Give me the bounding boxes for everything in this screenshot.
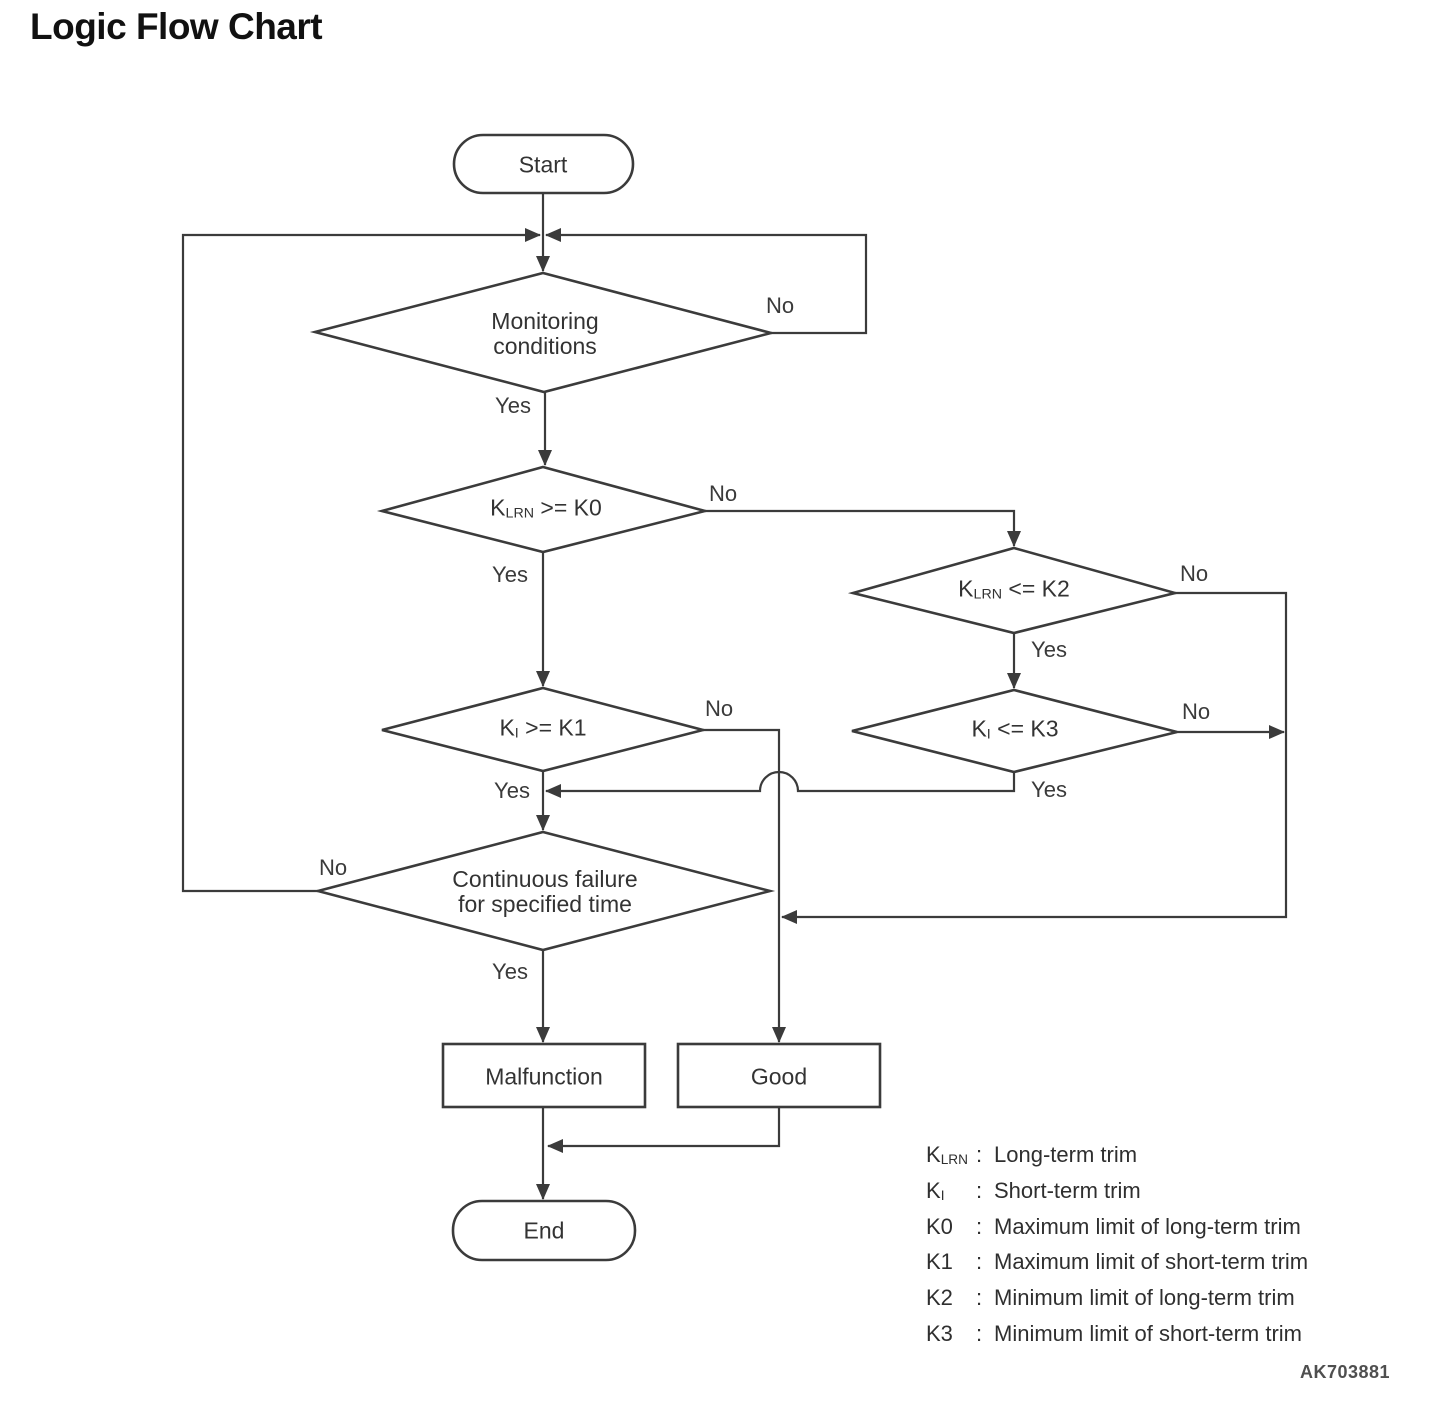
- malfunction-node-shape: [441, 1042, 647, 1109]
- monitoring-decision-label: Monitoring conditions: [491, 309, 598, 359]
- k0-operator: >= K0: [534, 494, 602, 521]
- legend-separator: :: [976, 1177, 983, 1203]
- legend-desc: Long-term trim: [994, 1142, 1138, 1167]
- legend-symbol: K0: [926, 1213, 953, 1239]
- monitoring-no-label: No: [765, 293, 795, 318]
- legend-symbol: KLRN: [926, 1142, 968, 1167]
- legend-row-k1: K1: Maximum limit of short-term trim: [926, 1247, 1308, 1283]
- good-node-shape: [676, 1042, 882, 1109]
- k2-no-label: No: [1179, 561, 1209, 586]
- legend-desc: Minimum limit of long-term trim: [994, 1285, 1295, 1311]
- continuous-label-line1: Continuous failure: [452, 866, 638, 892]
- k3-decision-label: KI <= K3: [971, 715, 1059, 748]
- edge-good-to-end: [547, 1107, 781, 1153]
- k3-symbol: K: [971, 715, 987, 742]
- legend-desc: Maximum limit of long-term trim: [994, 1213, 1301, 1239]
- legend-row-ki: KI: Short-term trim: [926, 1176, 1308, 1212]
- edge-monitoring-no-loopback: [545, 228, 868, 335]
- continuous-yes-label: Yes: [492, 959, 528, 984]
- k0-no-label: No: [708, 481, 738, 506]
- start-node-shape: [452, 133, 635, 195]
- edge-k0-no: [705, 509, 1021, 547]
- k2-decision-shape: [847, 546, 1181, 635]
- k1-symbol: K: [499, 714, 515, 741]
- k1-yes-label: Yes: [494, 778, 530, 803]
- k3-yes-label: Yes: [1031, 777, 1067, 802]
- monitoring-label-line2: conditions: [493, 333, 597, 359]
- k2-subscript: LRN: [973, 586, 1003, 603]
- continuous-no-label: No: [318, 855, 348, 880]
- k0-subscript: LRN: [505, 505, 535, 522]
- k3-decision-shape: [851, 688, 1178, 774]
- monitoring-label-line1: Monitoring: [491, 308, 599, 334]
- k1-subscript: I: [514, 725, 519, 742]
- legend-separator: :: [976, 1320, 983, 1346]
- legend-desc: Maximum limit of short-term trim: [994, 1249, 1309, 1275]
- legend-separator: :: [976, 1213, 983, 1239]
- legend-row-k0: K0: Maximum limit of long-term trim: [926, 1212, 1308, 1248]
- continuous-decision-shape: [312, 830, 776, 952]
- legend-symbol: K1: [926, 1249, 953, 1275]
- k2-operator: <= K2: [1002, 575, 1070, 602]
- k1-operator: >= K1: [518, 714, 587, 741]
- legend-symbol: KI: [926, 1177, 945, 1203]
- legend-separator: :: [976, 1249, 983, 1275]
- good-node-label: Good: [750, 1063, 808, 1090]
- end-node-shape: [451, 1199, 637, 1262]
- legend-row-k2: K2: Minimum limit of long-term trim: [926, 1283, 1308, 1319]
- end-node-label: End: [523, 1217, 565, 1244]
- k3-subscript: I: [986, 726, 991, 743]
- edge-k3-yes-with-hop: [545, 770, 1016, 798]
- legend-row-k3: K3: Minimum limit of short-term trim: [926, 1319, 1308, 1355]
- edge-k2-no-to-good-line: [781, 591, 1288, 924]
- k3-no-label: No: [1181, 699, 1211, 724]
- k0-symbol: K: [490, 494, 506, 521]
- monitoring-yes-label: Yes: [495, 393, 531, 418]
- k1-decision-shape: [381, 686, 709, 773]
- legend-separator: :: [976, 1142, 983, 1167]
- edge-k1-no-to-good: [703, 728, 786, 1043]
- k0-decision-label: KLRN >= K0: [490, 494, 602, 527]
- page-title: Logic Flow Chart: [30, 6, 323, 47]
- legend-row-klrn: KLRN: Long-term trim: [926, 1140, 1308, 1176]
- k1-no-label: No: [704, 696, 734, 721]
- figure-code: AK703881: [1300, 1362, 1391, 1382]
- malfunction-node-label: Malfunction: [485, 1063, 603, 1090]
- monitoring-decision-shape: [309, 271, 777, 394]
- k0-yes-label: Yes: [492, 562, 528, 587]
- k2-symbol: K: [958, 575, 974, 602]
- legend-separator: :: [976, 1285, 983, 1311]
- k2-decision-label: KLRN <= K2: [958, 575, 1070, 608]
- start-node-label: Start: [518, 151, 568, 178]
- legend-symbol: K2: [926, 1285, 953, 1311]
- edge-continuous-no-loopback: [181, 228, 541, 893]
- k0-decision-shape: [376, 465, 711, 554]
- legend-desc: Short-term trim: [994, 1177, 1141, 1203]
- legend: KLRN: Long-term trim KI: Short-term trim K…: [926, 1140, 1308, 1355]
- legend-desc: Minimum limit of short-term trim: [994, 1320, 1303, 1346]
- k1-decision-label: KI >= K1: [499, 714, 587, 747]
- continuous-label-line2: for specified time: [458, 891, 632, 917]
- continuous-decision-label: Continuous failure for specified time: [452, 867, 637, 917]
- legend-symbol: K3: [926, 1320, 953, 1346]
- k3-operator: <= K3: [990, 715, 1059, 742]
- k2-yes-label: Yes: [1031, 637, 1067, 662]
